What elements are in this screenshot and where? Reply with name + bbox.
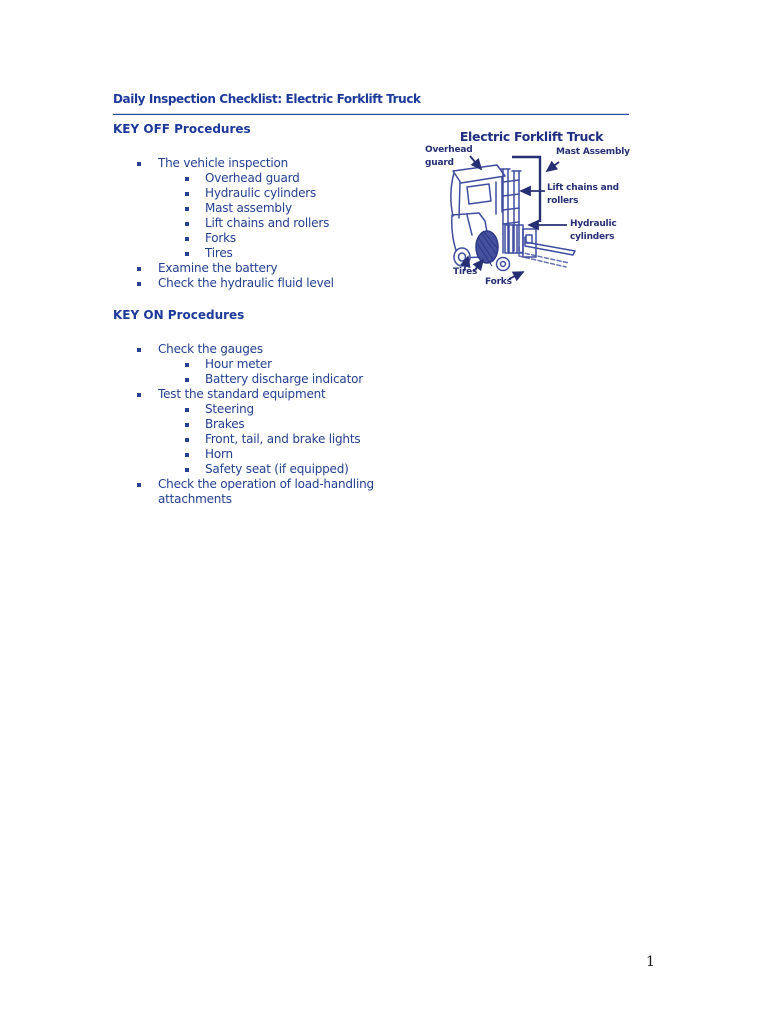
- list-item: Examine the battery: [137, 261, 399, 276]
- list-item: Hour meter: [137, 357, 399, 372]
- bullet-square-icon: [137, 282, 141, 286]
- list-item-text: Check the hydraulic fluid level: [158, 276, 334, 290]
- overhead-guard-arrow: [469, 155, 483, 171]
- tires-arrow-left: [460, 255, 471, 272]
- mast-assembly-label: Mast Assembly: [556, 147, 630, 157]
- mast-assembly-arrow: [545, 160, 560, 173]
- bullet-square-icon: [137, 348, 141, 352]
- list-item: Check the operation of load-handling att…: [137, 477, 399, 507]
- list-item-text: Lift chains and rollers: [205, 216, 330, 230]
- list-item: Tires: [137, 246, 399, 261]
- bullet-square-icon: [185, 363, 189, 367]
- tires-arrow-right: [472, 258, 485, 272]
- bullet-square-icon: [185, 177, 189, 181]
- list-item-text: Hour meter: [205, 357, 272, 371]
- list-item-text: Check the gauges: [158, 342, 263, 356]
- bullet-square-icon: [185, 252, 189, 256]
- bullet-square-icon: [185, 378, 189, 382]
- page-number: 1: [646, 954, 655, 970]
- list-item-text: Check the operation of load-handling att…: [158, 477, 374, 506]
- list-item: Check the hydraulic fluid level: [137, 276, 399, 291]
- list-item: Brakes: [137, 417, 399, 432]
- bullet-square-icon: [137, 267, 141, 271]
- page-title: Daily Inspection Checklist: Electric For…: [113, 92, 421, 106]
- list-item-text: Brakes: [205, 417, 245, 431]
- list-item-text: Horn: [205, 447, 233, 461]
- bullet-square-icon: [185, 468, 189, 472]
- list-item: Battery discharge indicator: [137, 372, 399, 387]
- drive-tire: [475, 230, 499, 267]
- list-item-text: Forks: [205, 231, 236, 245]
- forks-arrow: [508, 271, 525, 282]
- title-divider: [113, 113, 629, 115]
- forklift-illustration: [450, 155, 576, 282]
- bullet-square-icon: [137, 483, 141, 487]
- list-item-text: Front, tail, and brake lights: [205, 432, 361, 446]
- list-item: Steering: [137, 402, 399, 417]
- bullet-square-icon: [185, 438, 189, 442]
- bullet-square-icon: [185, 423, 189, 427]
- forklift-figure: Electric Forklift Truck Overhead guard M…: [423, 125, 640, 297]
- list-item: Front, tail, and brake lights: [137, 432, 399, 447]
- list-item: Hydraulic cylinders: [137, 186, 399, 201]
- bullet-square-icon: [185, 192, 189, 196]
- bullet-square-icon: [185, 453, 189, 457]
- list-item: Mast assembly: [137, 201, 399, 216]
- list-item-text: Tires: [205, 246, 233, 260]
- forks-label: Forks: [485, 277, 512, 287]
- list-item: Overhead guard: [137, 171, 399, 186]
- list-item-text: The vehicle inspection: [158, 156, 289, 170]
- lift-chains-label: Lift chains and rollers: [547, 183, 619, 206]
- list-item-text: Steering: [205, 402, 254, 416]
- bullet-square-icon: [185, 237, 189, 241]
- figure-caption: Electric Forklift Truck: [459, 129, 604, 144]
- list-item-text: Examine the battery: [158, 261, 278, 275]
- key-on-list: Check the gauges Hour meter Battery disc…: [137, 342, 399, 507]
- list-item-text: Overhead guard: [205, 171, 300, 185]
- bullet-square-icon: [185, 207, 189, 211]
- list-item: Horn: [137, 447, 399, 462]
- tires-label: Tires: [453, 267, 478, 277]
- bullet-square-icon: [137, 393, 141, 397]
- list-item: Check the gauges: [137, 342, 399, 357]
- list-item: Test the standard equipment: [137, 387, 399, 402]
- mast-bracket: [512, 155, 542, 222]
- key-off-list: The vehicle inspection Overhead guard Hy…: [137, 156, 399, 291]
- list-item-text: Battery discharge indicator: [205, 372, 363, 386]
- list-item-text: Safety seat (if equipped): [205, 462, 349, 476]
- bullet-square-icon: [137, 162, 141, 166]
- list-item: Safety seat (if equipped): [137, 462, 399, 477]
- section-heading-key-off: KEY OFF Procedures: [113, 122, 251, 136]
- overhead-guard-label: Overhead guard: [425, 145, 473, 168]
- list-item: The vehicle inspection: [137, 156, 399, 171]
- list-item-text: Test the standard equipment: [158, 387, 326, 401]
- list-item-text: Mast assembly: [205, 201, 292, 215]
- hydraulic-cylinders-label: Hydraulic cylinders: [570, 219, 617, 242]
- section-heading-key-on: KEY ON Procedures: [113, 308, 245, 322]
- bullet-square-icon: [185, 222, 189, 226]
- bullet-square-icon: [185, 408, 189, 412]
- list-item-text: Hydraulic cylinders: [205, 186, 317, 200]
- list-item: Lift chains and rollers: [137, 216, 399, 231]
- list-item: Forks: [137, 231, 399, 246]
